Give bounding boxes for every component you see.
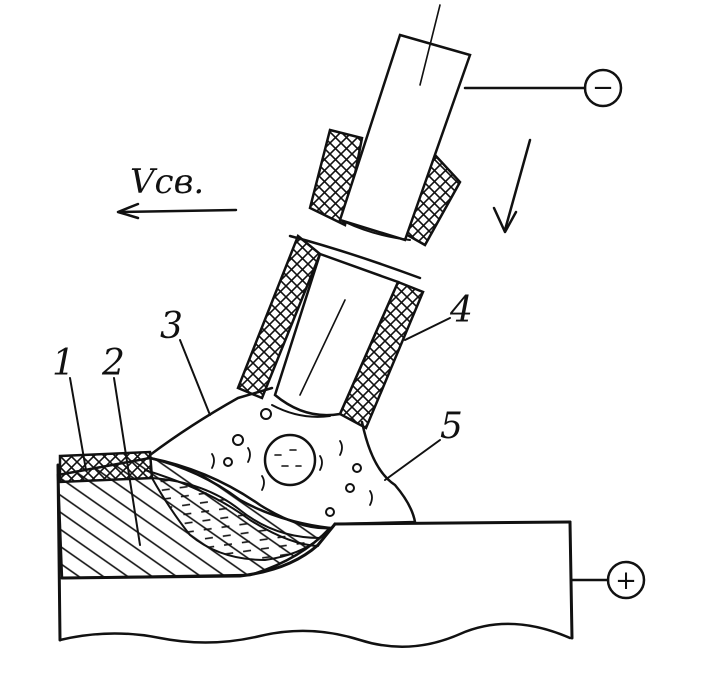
callout-2: 2 [101, 343, 141, 546]
positive-terminal-circle [606, 560, 646, 600]
callout-4: 4 [404, 290, 473, 341]
feed-direction-arrow [492, 138, 532, 234]
positive-terminal: + [570, 560, 646, 600]
negative-terminal: − [463, 68, 623, 108]
electrode-upper [308, 4, 472, 247]
positive-sign: + [615, 566, 637, 596]
callout-3: 3 [160, 306, 211, 416]
speed-label: Vсв. [130, 162, 204, 202]
speed-arrow: Vсв. [116, 162, 238, 220]
label-3: 3 [160, 306, 183, 347]
label-4: 4 [449, 290, 473, 331]
label-2: 2 [101, 343, 125, 384]
gas-shield-zone [148, 386, 417, 526]
callout-1: 1 [52, 343, 87, 471]
label-1: 1 [52, 343, 75, 384]
callout-5: 5 [384, 406, 463, 481]
negative-sign: − [592, 73, 614, 103]
label-5: 5 [440, 406, 463, 447]
negative-terminal-circle [583, 68, 623, 108]
slag-crust [58, 450, 154, 484]
weld-pool [150, 476, 323, 562]
electrode-lower [236, 233, 425, 430]
